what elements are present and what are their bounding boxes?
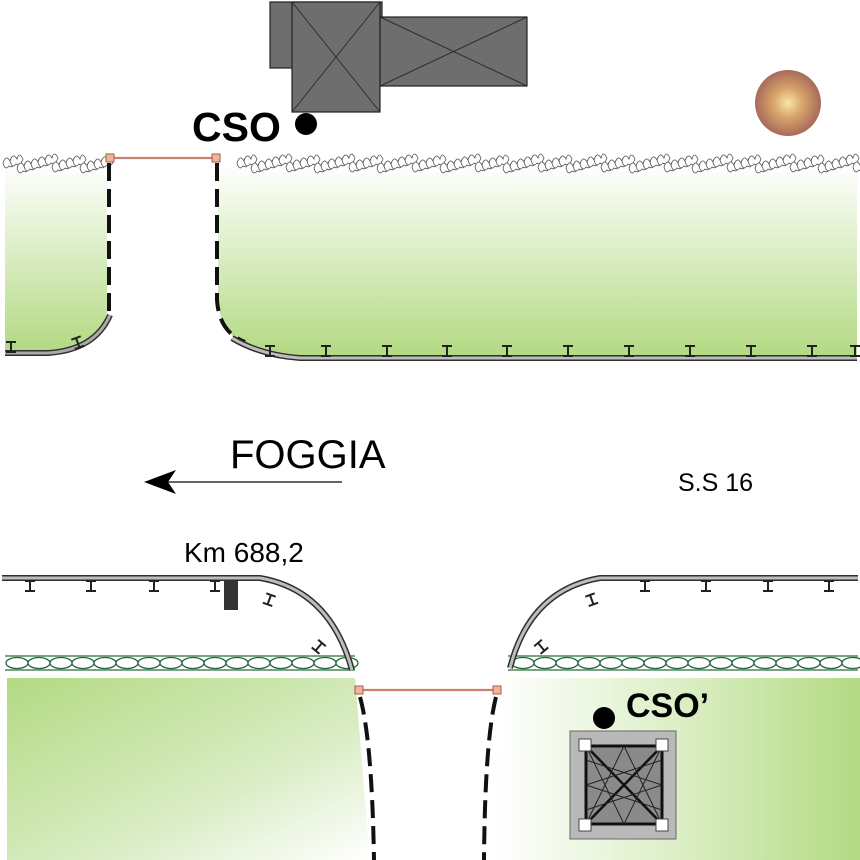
sun-icon xyxy=(755,70,821,136)
guardrail-top xyxy=(5,313,857,361)
km-marker-label: Km 688,2 xyxy=(184,537,304,568)
hedge-bottom xyxy=(5,655,860,671)
guardrail-posts-top xyxy=(6,335,860,357)
road-label: S.S 16 xyxy=(678,469,753,497)
field-top xyxy=(5,164,857,357)
direction-label: FOGGIA xyxy=(230,433,386,477)
gate-bottom xyxy=(354,685,502,695)
km-marker-post xyxy=(224,578,238,610)
culvert-bottom xyxy=(358,696,498,860)
tower-icon xyxy=(569,730,677,840)
building-icon xyxy=(269,1,528,113)
gate-top xyxy=(105,153,221,163)
cso-point-south xyxy=(593,707,615,729)
guardrail-bottom xyxy=(2,575,858,671)
cso-point-north xyxy=(295,113,317,135)
guardrail-posts-bottom xyxy=(25,580,834,655)
hedge-top xyxy=(2,153,860,174)
arrow-left-icon xyxy=(144,470,342,494)
cso-label-south: CSO’ xyxy=(626,687,709,725)
field-bottom xyxy=(7,678,860,860)
cso-label-north: CSO xyxy=(192,104,281,150)
